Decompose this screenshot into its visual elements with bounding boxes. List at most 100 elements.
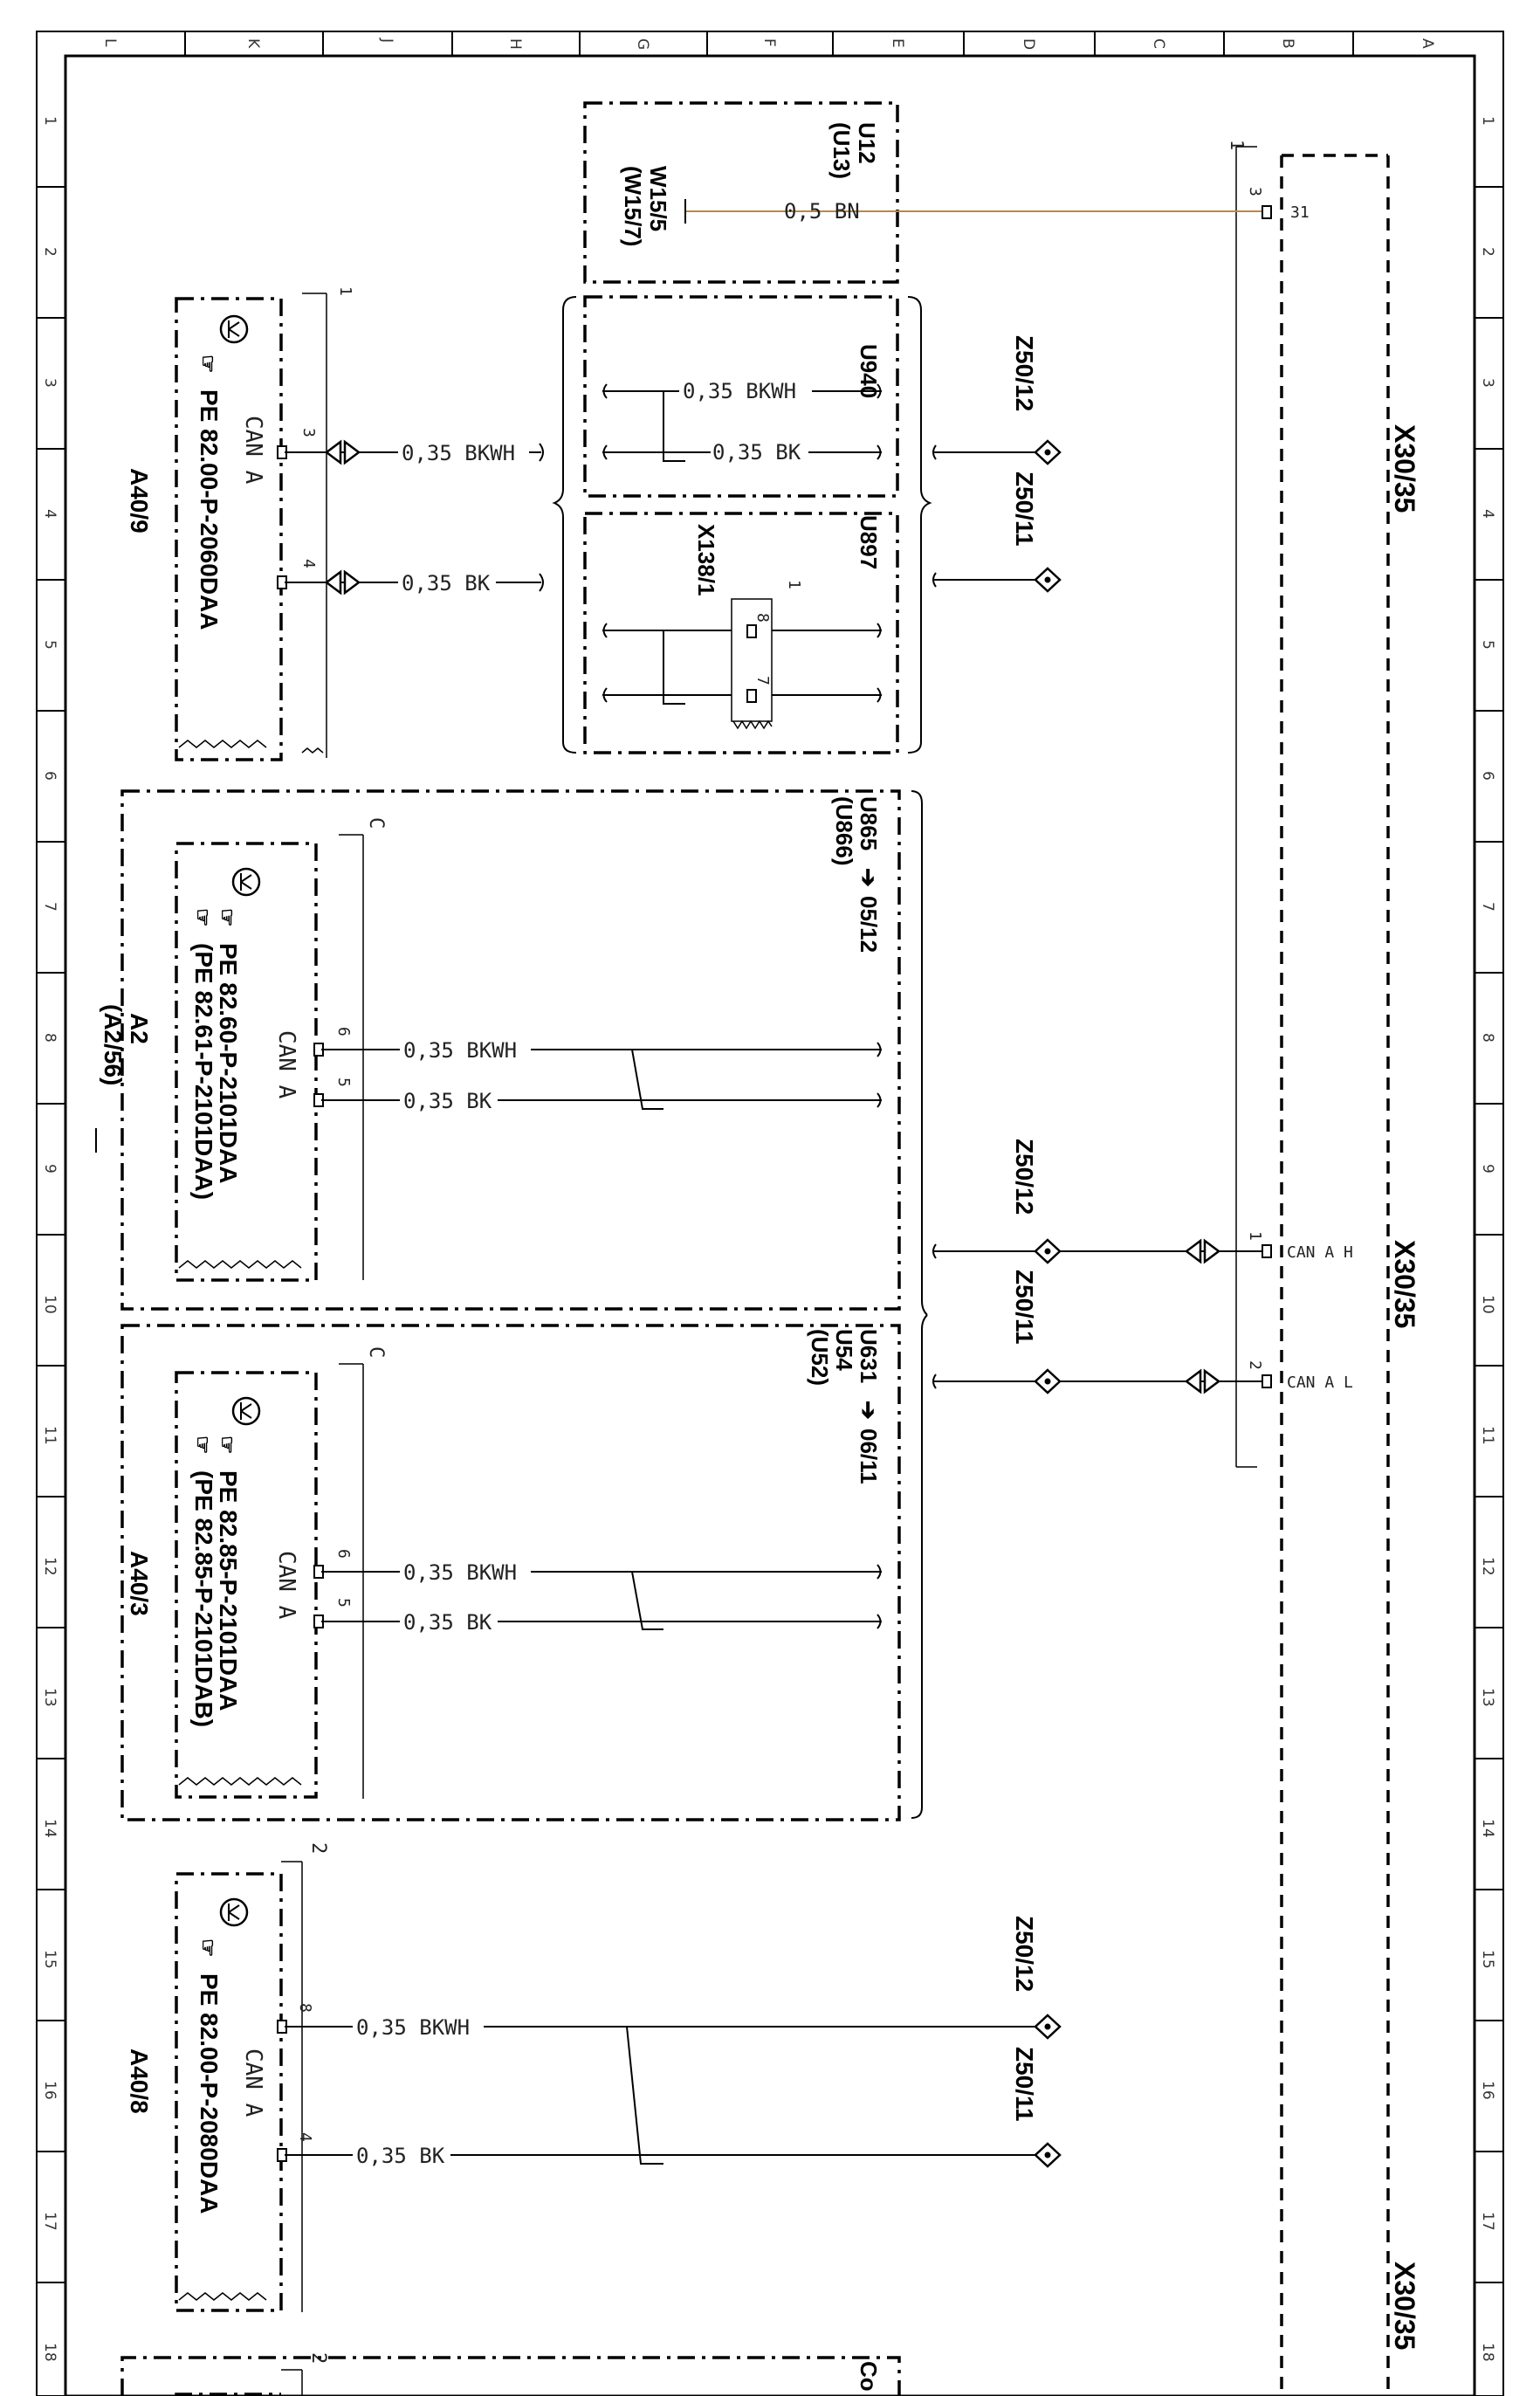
a2-ref-1: PE 82.60-P-2101DAA (215, 943, 242, 1183)
grid-row-label: 3 (1479, 378, 1496, 388)
u897-end-r1 (877, 623, 882, 638)
wire-bn-label: 0,5 BN (784, 199, 860, 224)
u865-code: U865 (856, 796, 882, 850)
u897-code: U897 (856, 515, 882, 569)
grid-col-label: L (101, 38, 119, 47)
a2-label-2: (A2/56) (100, 1004, 127, 1085)
a40-3-bus: CAN A (273, 1551, 299, 1620)
a40-9-wire-bk-label: 0,35 BK (402, 571, 491, 596)
can-l-connector-icon (1184, 1368, 1221, 1394)
grid-col-label: J (378, 38, 395, 43)
a40-3-box (175, 1371, 318, 1799)
z50-11-bottom-label: Z50/11 (1011, 2047, 1038, 2122)
grid-row-label: 17 (1479, 2212, 1496, 2231)
grid-row-label: 1 (1479, 116, 1496, 126)
z50-12-bottom-icon (1034, 2014, 1062, 2040)
z50-12-top-end (932, 444, 937, 460)
a40-8-pin-4-label: 4 (296, 2132, 314, 2142)
a40-8-num: 2 (307, 1842, 329, 1854)
x138-num: 1 (785, 580, 803, 589)
a40-9-box (175, 297, 283, 761)
grid-row-label: 8 (1479, 1033, 1496, 1043)
a40-8-label: A40/8 (126, 2048, 153, 2114)
grid-row-label: 15 (41, 1950, 58, 1969)
x30-pin-31 (1262, 205, 1272, 219)
a40-3-ref-2: (PE 82.85-P-2101DAB) (190, 1470, 217, 1727)
a40-8-label-bg1 (353, 2013, 484, 2039)
a2-end-1 (877, 1042, 882, 1057)
x30-pin-2-label: CAN A L (1287, 1374, 1353, 1392)
grid-row-label: 10 (41, 1295, 58, 1314)
a40-9-num: 1 (336, 286, 354, 296)
a40-9-connector-icon-1 (324, 439, 361, 465)
grid-row-label: 12 (1479, 1557, 1496, 1576)
a40-9-pin-3-label: 3 (299, 428, 318, 437)
z50-11-mid-icon (1034, 1368, 1062, 1394)
u940-twist (642, 390, 685, 462)
u865-code-2: (U866) (831, 796, 857, 865)
grid-row-label: 4 (1479, 509, 1496, 519)
grid-row-label: 15 (1479, 1950, 1496, 1969)
x30-pin-1-num: 1 (1246, 1231, 1264, 1241)
u940-wire-bkwh-label: 0,35 BKWH (683, 379, 796, 403)
bottom-partial-num: 2 (307, 2352, 329, 2364)
z50-11-top-icon (1034, 567, 1062, 593)
w15-label-2: (W15/7) (620, 166, 646, 246)
u940-label-bg1 (679, 377, 812, 403)
z50-12-top-icon (1034, 439, 1062, 465)
u631-ref: 06/11 (856, 1429, 882, 1484)
a40-9-pin-4-label: 4 (299, 559, 318, 568)
grid-col-label: H (506, 38, 524, 50)
z50-11-mid-label: Z50/11 (1011, 1270, 1038, 1345)
u865-group-box (120, 789, 901, 1311)
a2-wire-bkwh-label: 0,35 BKWH (403, 1038, 517, 1063)
z50-12-top-label: Z50/12 (1011, 335, 1038, 411)
grid-row-label: 4 (41, 509, 58, 519)
x138-pin-8 (746, 624, 757, 638)
x30-label-mid: X30/35 (1389, 1240, 1420, 1328)
a40-3-transistor-icon (231, 1396, 261, 1426)
grid-row-label: 12 (41, 1557, 58, 1576)
a2-end-2 (877, 1092, 882, 1108)
u940-end-l2 (602, 444, 608, 460)
u940-code: U940 (856, 344, 882, 398)
x30-pin-1-label: CAN A H (1287, 1243, 1353, 1262)
x30-pin-2 (1262, 1374, 1272, 1388)
a40-3-wire-bkwh-label: 0,35 BKWH (403, 1560, 517, 1585)
x138-pin-7-label: 7 (753, 676, 772, 685)
grid-row-label: 2 (1479, 247, 1496, 257)
grid-row-label: 9 (41, 1164, 58, 1174)
a2-ref-2: (PE 82.61-P-2101DAA) (190, 943, 217, 1200)
a40-9-bus: CAN A (240, 416, 266, 485)
u940-end-l1 (602, 383, 608, 399)
x30-pin-31-label: 31 (1290, 203, 1310, 222)
a40-9-hand-icon: ☞ (196, 355, 219, 374)
u865-brace (911, 790, 928, 1316)
x30-pin-1 (1262, 1244, 1272, 1258)
z50-12-mid-label: Z50/12 (1011, 1139, 1038, 1215)
u940-end-r1 (877, 383, 882, 399)
a40-3-zigzag (178, 1777, 302, 1786)
grid-row-label: 2 (41, 247, 58, 257)
can-h-connector-icon (1184, 1238, 1221, 1264)
grid-row-label: 7 (1479, 902, 1496, 912)
a40-3-label-bg2 (400, 1608, 498, 1634)
x30-pin-2-num: 2 (1246, 1360, 1264, 1370)
a40-8-bus: CAN A (240, 2048, 266, 2117)
u897-box (583, 512, 899, 754)
a40-9-transistor-icon (219, 314, 249, 344)
u940-box (583, 295, 899, 498)
a2-zigzag (178, 1260, 302, 1269)
can-h-end (932, 1243, 937, 1259)
a2-bus: CAN A (273, 1030, 299, 1099)
grid-row-label: 16 (1479, 2081, 1496, 2100)
u12-box (583, 101, 899, 284)
x30-label-top: X30/35 (1389, 424, 1420, 513)
a40-8-hand-icon: ☞ (196, 1938, 219, 1958)
a2-box (175, 842, 318, 1282)
x138-box (731, 598, 773, 722)
u897-end-l2 (602, 687, 608, 703)
